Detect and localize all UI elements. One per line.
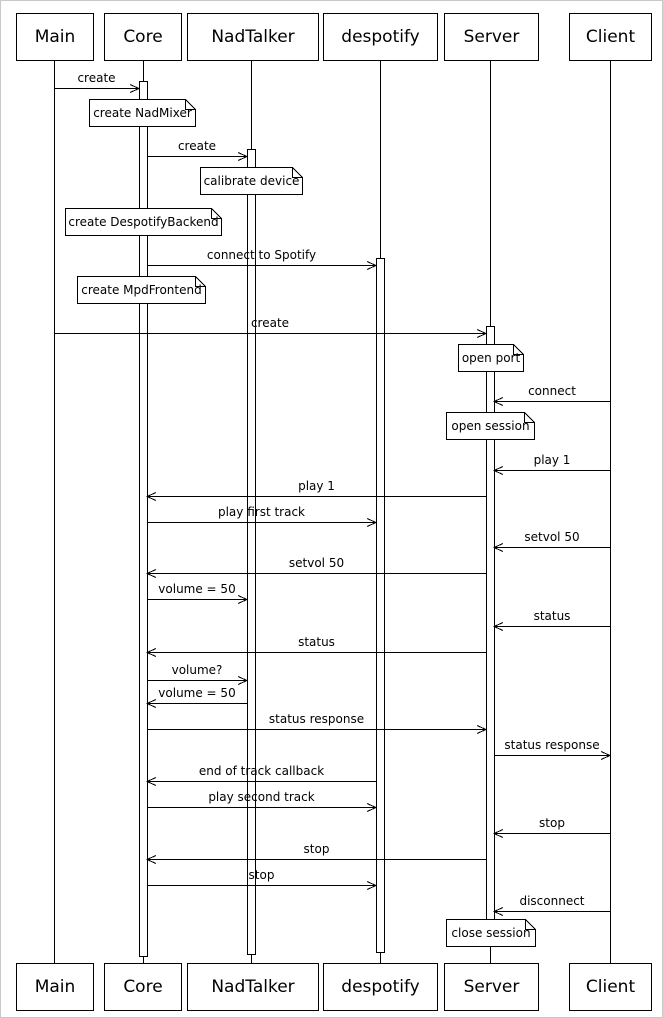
note-text: create DespotifyBackend <box>68 215 219 229</box>
message-label: volume = 50 <box>158 582 236 596</box>
note-text: calibrate device <box>203 174 300 188</box>
actor-box-top-client: Client <box>569 13 652 61</box>
actor-box-bottom-main: Main <box>16 963 94 1011</box>
activation-bar <box>376 258 385 953</box>
activation-bar <box>139 81 148 957</box>
actor-box-bottom-core: Core <box>104 963 182 1011</box>
message-arrowhead <box>145 699 157 708</box>
message-arrowhead <box>492 543 504 552</box>
note-outline <box>446 919 536 947</box>
message-arrowhead <box>366 803 378 812</box>
message-label: setvol 50 <box>524 530 580 544</box>
note-shape <box>89 99 196 127</box>
note: create NadMixer <box>89 99 196 127</box>
note-shape <box>65 208 222 236</box>
message-label: play second track <box>208 790 315 804</box>
message-arrowhead <box>145 777 157 786</box>
message-arrowhead <box>366 881 378 890</box>
note-text: open port <box>461 351 521 365</box>
message-label: stop <box>248 868 275 882</box>
note-text: create NadMixer <box>93 106 192 120</box>
message-label: status response <box>268 712 365 726</box>
message-arrowhead <box>237 595 249 604</box>
note-outline <box>65 208 222 236</box>
message-arrowhead <box>492 907 504 916</box>
note: open port <box>458 344 524 372</box>
message-arrowhead <box>492 829 504 838</box>
message-label: disconnect <box>519 894 585 908</box>
message-label: play 1 <box>298 479 335 493</box>
message-label: volume = 50 <box>158 686 236 700</box>
note-fold-icon <box>292 167 303 178</box>
note-fold-icon <box>211 208 222 219</box>
message-arrowhead <box>600 751 612 760</box>
message-arrowhead <box>237 152 249 161</box>
activation-bar <box>247 149 256 955</box>
message-label: create <box>250 316 290 330</box>
message-arrowhead <box>129 84 141 93</box>
actor-box-bottom-despotify: despotify <box>323 963 438 1011</box>
note-shape <box>446 919 536 947</box>
note-fold-icon <box>525 919 536 930</box>
actor-box-top-nadtalker: NadTalker <box>187 13 319 61</box>
message-arrowhead <box>492 622 504 631</box>
message-arrowhead <box>145 648 157 657</box>
message-arrowhead <box>476 329 488 338</box>
note-shape <box>77 276 206 304</box>
message-label: setvol 50 <box>288 556 345 570</box>
actor-box-bottom-nadtalker: NadTalker <box>187 963 319 1011</box>
note-outline <box>446 412 535 440</box>
note-text: close session <box>451 926 531 940</box>
note-outline <box>77 276 206 304</box>
note-outline <box>89 99 196 127</box>
message-label: status <box>298 635 335 649</box>
message-arrowhead <box>366 518 378 527</box>
note-shape <box>446 412 535 440</box>
message-arrowhead <box>145 855 157 864</box>
message-label: end of track callback <box>198 764 325 778</box>
note-fold-icon <box>524 412 535 423</box>
actor-box-top-server: Server <box>444 13 539 61</box>
message-arrowhead <box>492 466 504 475</box>
message-label: connect <box>528 384 576 398</box>
message-label: create <box>177 139 217 153</box>
actor-box-top-main: Main <box>16 13 94 61</box>
message-label: stop <box>539 816 565 830</box>
message-arrowhead <box>145 569 157 578</box>
note-fold-icon <box>185 99 196 110</box>
note-shape <box>458 344 524 372</box>
message-arrowhead <box>145 492 157 501</box>
message-arrowhead <box>237 676 249 685</box>
message-label: play 1 <box>533 453 571 467</box>
message-label: play first track <box>217 505 306 519</box>
note-outline <box>458 344 524 372</box>
note: calibrate device <box>200 167 303 195</box>
message-arrowhead <box>492 397 504 406</box>
actor-box-top-core: Core <box>104 13 182 61</box>
note: close session <box>446 919 536 947</box>
message-label: status response <box>504 738 600 752</box>
note-fold-icon <box>195 276 206 287</box>
note: open session <box>446 412 535 440</box>
note-shape <box>200 167 303 195</box>
actor-box-top-despotify: despotify <box>323 13 438 61</box>
note-text: open session <box>451 419 530 433</box>
note-fold-icon <box>513 344 524 355</box>
message-label: volume? <box>171 663 223 677</box>
note-text: create MpdFrontend <box>81 283 202 297</box>
note: create DespotifyBackend <box>65 208 222 236</box>
message-label: connect to Spotify <box>206 248 317 262</box>
message-arrowhead <box>366 261 378 270</box>
message-label: stop <box>303 842 330 856</box>
message-label: status <box>533 609 571 623</box>
note-outline <box>200 167 303 195</box>
note: create MpdFrontend <box>77 276 206 304</box>
message-label: create <box>77 71 116 85</box>
actor-box-bottom-client: Client <box>569 963 652 1011</box>
message-arrowhead <box>476 725 488 734</box>
actor-box-bottom-server: Server <box>444 963 539 1011</box>
